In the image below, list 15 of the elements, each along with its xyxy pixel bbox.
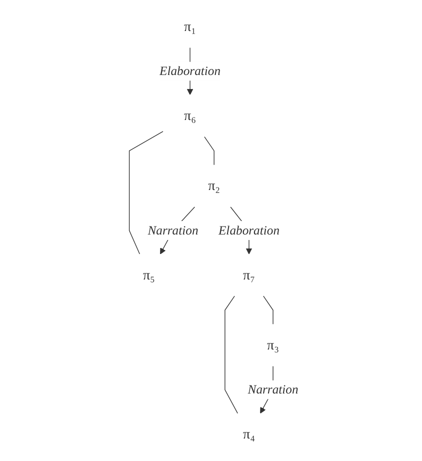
connector bbox=[128, 131, 164, 254]
node-text: π₂ bbox=[208, 178, 220, 194]
node-text: π₆ bbox=[184, 108, 196, 124]
edge-label: Narration bbox=[148, 223, 198, 238]
edge-label: Elaboration bbox=[160, 64, 221, 78]
node-text: π₃ bbox=[267, 338, 280, 353]
connector bbox=[224, 296, 238, 414]
node-text: π₄ bbox=[243, 426, 255, 442]
connector bbox=[204, 136, 214, 166]
edge-label: Elaboration bbox=[218, 223, 280, 238]
node-text: π₁ bbox=[184, 18, 196, 34]
node-text: π₇ bbox=[243, 267, 255, 283]
node-text: π₅ bbox=[142, 267, 155, 283]
connector bbox=[263, 296, 274, 325]
edge-label: Narration bbox=[248, 382, 298, 396]
